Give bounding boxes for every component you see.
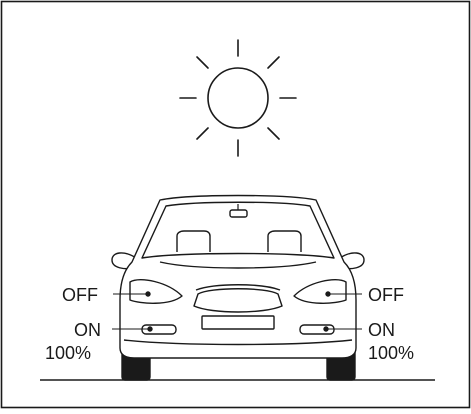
right-headlight-label: OFF bbox=[368, 285, 404, 305]
right-drl-level-label: 100% bbox=[368, 343, 414, 363]
right-drl-state-label: ON bbox=[368, 320, 395, 340]
sun-icon bbox=[180, 40, 296, 156]
left-drl-level-label: 100% bbox=[45, 343, 91, 363]
car-front-view bbox=[112, 196, 364, 381]
rearview-mirror bbox=[230, 210, 247, 217]
grille bbox=[194, 289, 282, 312]
license-plate bbox=[202, 316, 274, 329]
left-drl-state-label: ON bbox=[74, 320, 101, 340]
left-headlight-label: OFF bbox=[62, 285, 98, 305]
